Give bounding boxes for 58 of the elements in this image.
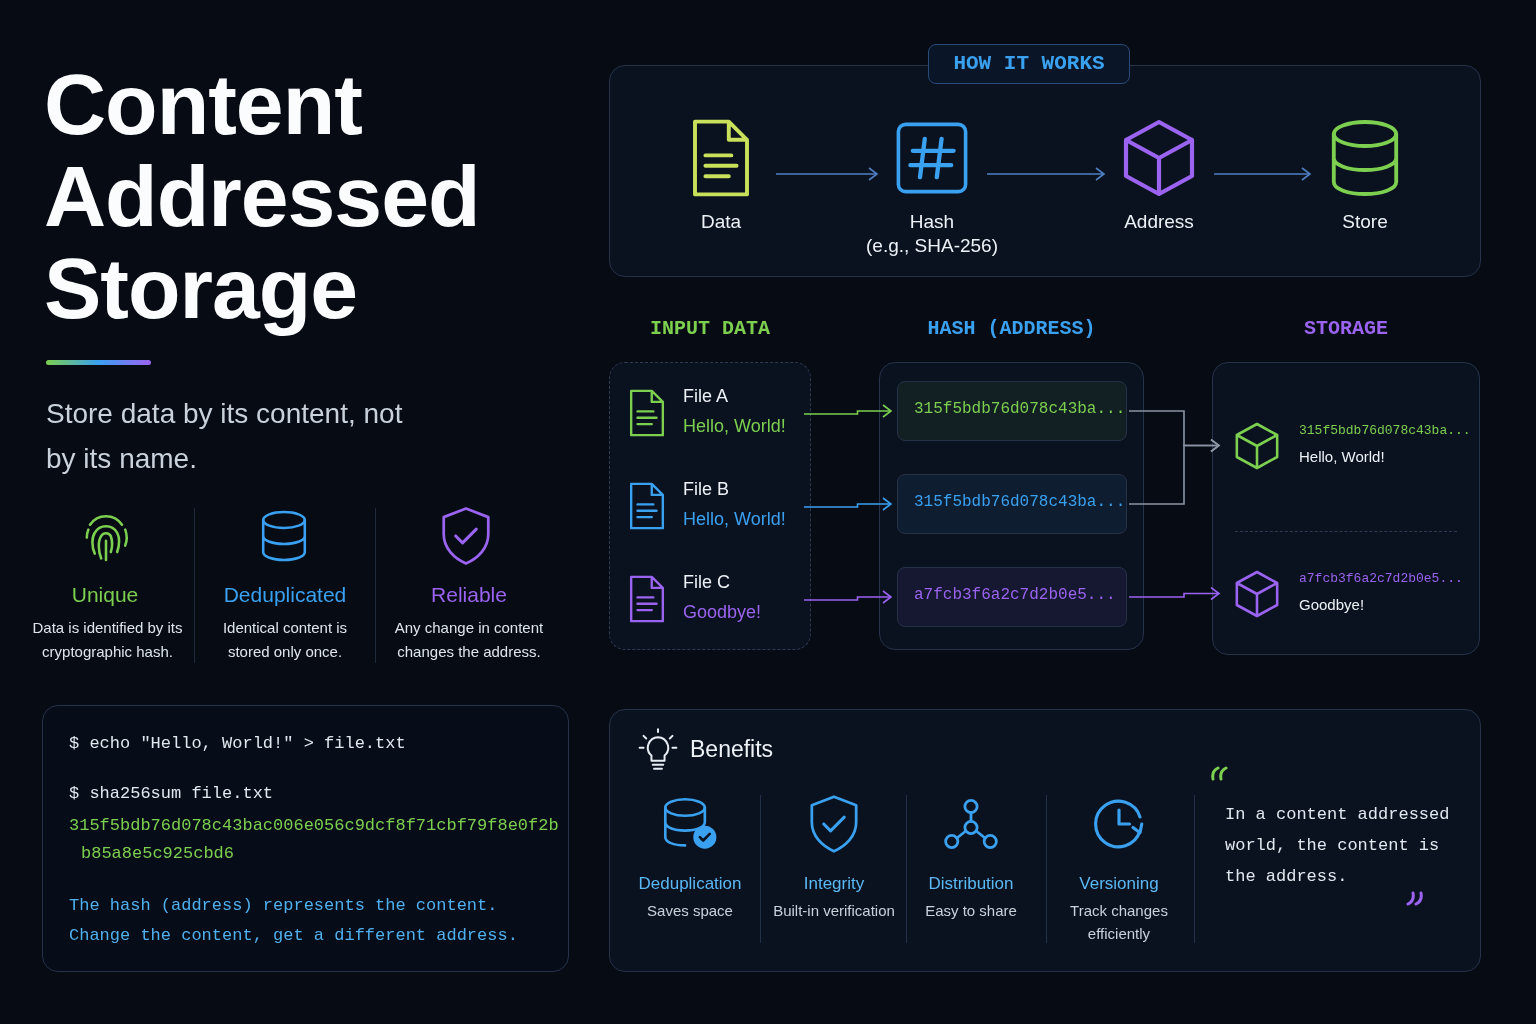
hash-box	[897, 381, 1127, 441]
hash-box	[897, 567, 1127, 627]
hash-box	[897, 474, 1127, 534]
step-label: Data	[699, 211, 743, 233]
column-heading: STORAGE	[1303, 317, 1389, 340]
benefit-title: Integrity	[802, 873, 866, 895]
command-line: $ echo "Hello, World!" > file.txt	[69, 733, 407, 755]
step-label: Store	[1341, 211, 1389, 233]
file-name: File B	[683, 479, 729, 500]
arrow	[775, 167, 878, 181]
title: Content Addressed Storage	[44, 58, 481, 334]
arrow	[803, 590, 892, 604]
benefit-description: Easy to share	[924, 901, 1018, 921]
file-content: Hello, World!	[683, 509, 786, 530]
file-name: File A	[683, 386, 729, 407]
arrow	[1128, 586, 1220, 601]
hash-output: 315f5bdb76d078c43bac006e056c9dcf8f71cbf79f8e0f2b b85a8e5c925cbd6	[69, 815, 560, 865]
command-line: $ sha256sum file.txt	[69, 783, 275, 805]
arrow	[1128, 438, 1220, 505]
section-heading: Benefits	[690, 736, 774, 763]
hash-text: 315f5bdb76d078c43ba...	[1299, 423, 1471, 438]
arrow	[803, 497, 892, 511]
benefit-description: Built-in verification	[772, 901, 896, 921]
file-content: Hello, World!	[683, 416, 786, 437]
hash-text: a7fcb3f6a2c7d2b0e5...	[1299, 571, 1463, 586]
file-content: Goodbye!	[683, 602, 762, 623]
step-label: Hash	[908, 211, 956, 233]
terminal-panel	[42, 705, 569, 972]
benefit-description: Track changes efficiently	[1069, 901, 1169, 944]
hash-text: a7fcb3f6a2c7d2b0e5...	[914, 586, 1116, 604]
panel-heading: HOW IT WORKS	[928, 44, 1130, 84]
step-label: Address	[1123, 211, 1195, 233]
arrow	[803, 404, 892, 418]
column-heading: HASH (ADDRESS)	[926, 317, 1097, 340]
benefit-title: Versioning	[1078, 873, 1160, 895]
feature-description: Identical content is stored only once.	[221, 618, 349, 662]
feature-description: Any change in content changes the address.	[393, 618, 545, 662]
benefits-panel	[609, 709, 1481, 972]
stored-content: Goodbye!	[1299, 596, 1365, 613]
step-subtitle: (e.g., SHA-256)	[865, 235, 999, 257]
benefit-title: Distribution	[927, 873, 1015, 895]
column-heading: INPUT DATA	[649, 317, 771, 340]
benefit-title: Deduplication	[637, 873, 743, 895]
file-name: File C	[683, 572, 730, 593]
feature-description: Data is identified by its cryptographic hash.	[31, 618, 184, 662]
arrow	[986, 167, 1105, 181]
stored-content: Hello, World!	[1299, 448, 1385, 465]
note-text: The hash (address) represents the content.	[69, 895, 499, 917]
feature-title: Reliable	[430, 582, 508, 608]
benefit-description: Saves space	[646, 901, 734, 921]
hash-text: 315f5bdb76d078c43ba...	[914, 400, 1126, 418]
quote-text: In a content addressed world, the content is the address.	[1225, 804, 1451, 888]
feature-title: Deduplicated	[222, 582, 348, 608]
subtitle: Store data by its content, not by its name.	[46, 397, 404, 476]
feature-title: Unique	[70, 582, 140, 608]
hash-text: 315f5bdb76d078c43ba...	[914, 493, 1126, 511]
arrow	[1213, 167, 1311, 181]
note-text: Change the content, get a different address.	[69, 925, 519, 947]
